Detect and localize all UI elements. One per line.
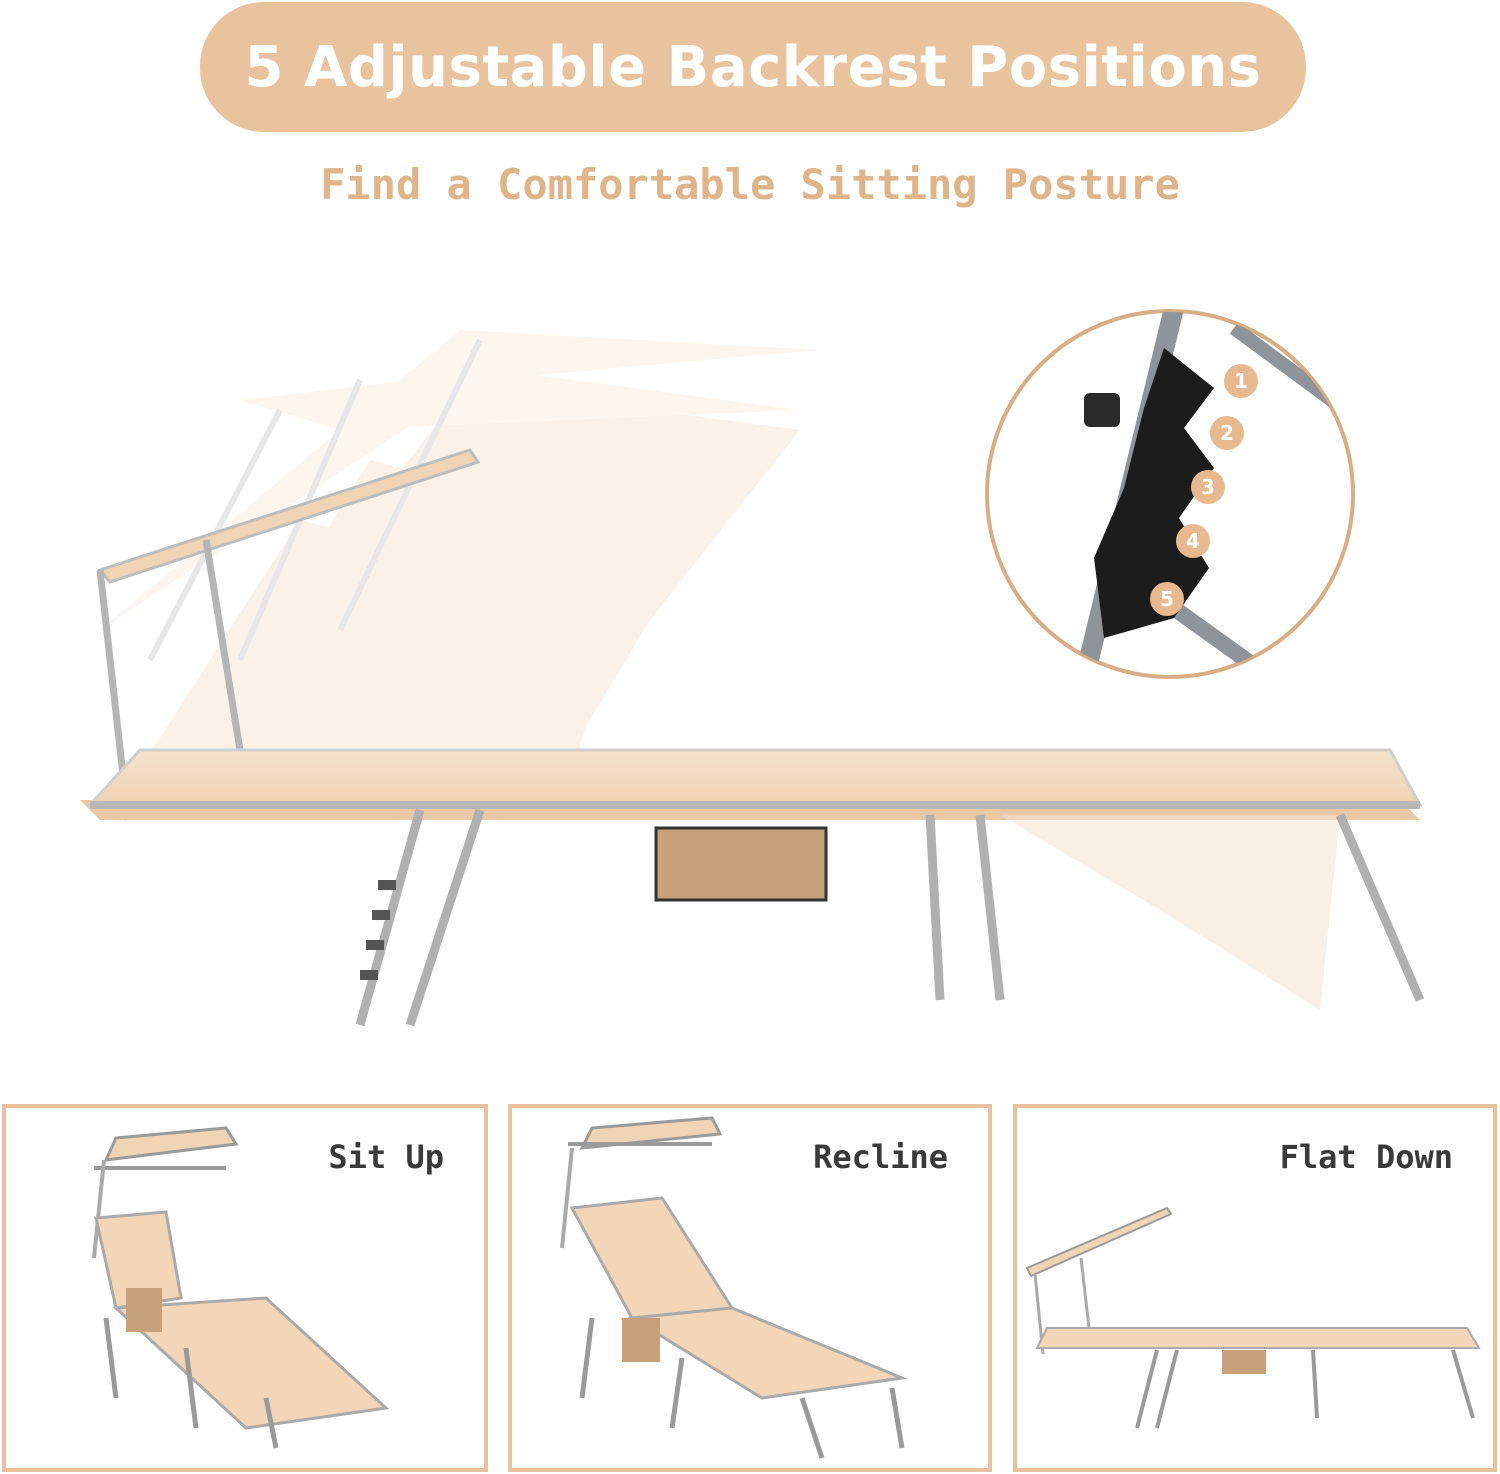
leg-slots	[360, 880, 396, 980]
page-subtitle: Find a Comfortable Sitting Posture	[320, 160, 1180, 209]
mode-label: Flat Down	[1279, 1138, 1453, 1176]
mode-label: Sit Up	[328, 1138, 444, 1176]
title-banner: 5 Adjustable Backrest Positions	[200, 2, 1306, 132]
position-badge: 3	[1191, 470, 1225, 504]
position-badge: 5	[1150, 582, 1184, 616]
ratchet-bracket	[1094, 348, 1214, 638]
position-badge: 4	[1176, 524, 1210, 558]
mode-panel-sit-up: Sit Up	[2, 1104, 488, 1472]
sit-up-chair-illustration	[92, 1126, 390, 1449]
position-badge: 1	[1224, 364, 1258, 398]
storage-pocket	[654, 826, 828, 902]
page-title: 5 Adjustable Backrest Positions	[244, 34, 1262, 100]
ghost-footrest	[1000, 815, 1340, 1010]
backrest-adjustment-detail	[985, 309, 1355, 679]
mode-panel-recline: Recline	[508, 1104, 992, 1472]
chair-bed	[80, 748, 1423, 820]
position-badge: 2	[1210, 416, 1244, 450]
flat-down-chair-illustration	[1025, 1206, 1481, 1429]
lounge-chair-illustration	[80, 330, 1425, 1027]
mode-panel-flat-down: Flat Down	[1013, 1104, 1497, 1472]
mode-label: Recline	[813, 1138, 948, 1176]
recline-chair-illustration	[560, 1116, 908, 1459]
